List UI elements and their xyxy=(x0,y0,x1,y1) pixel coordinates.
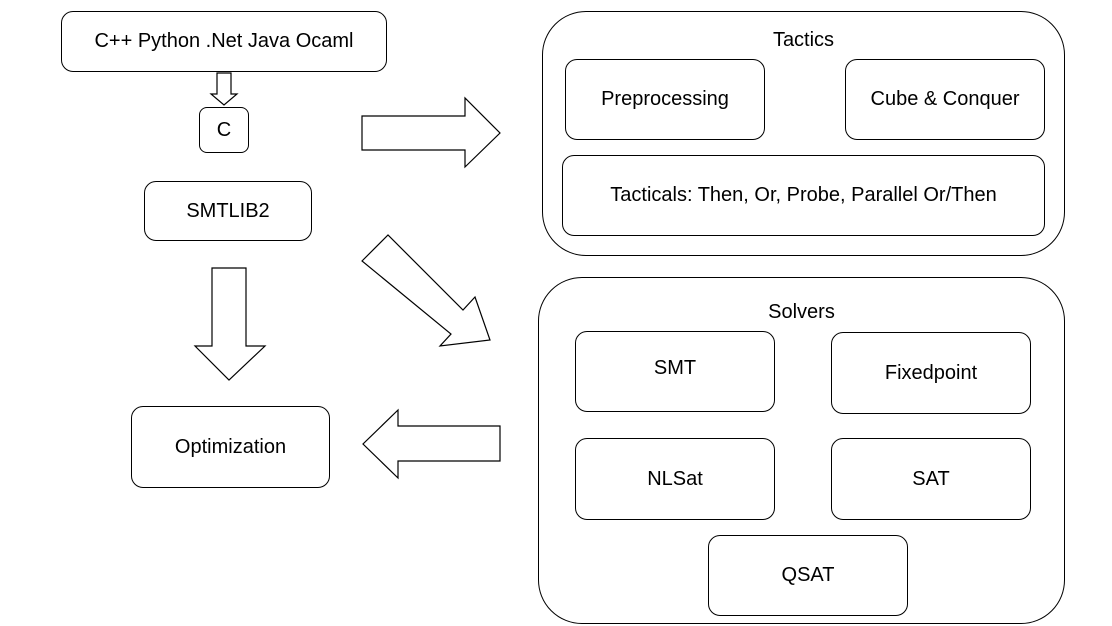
smt-label: SMT xyxy=(653,357,697,379)
sat-label: SAT xyxy=(912,467,950,490)
optimization-label: Optimization xyxy=(174,435,287,458)
c-api-box: C xyxy=(199,107,249,153)
tacticals-box: Tacticals: Then, Or, Probe, Parallel Or/… xyxy=(562,155,1045,236)
arrow-to-solvers xyxy=(361,234,491,347)
preprocessing-box: Preprocessing xyxy=(565,59,765,140)
smt-box: SMT xyxy=(575,331,775,412)
qsat-box: QSAT xyxy=(708,535,908,616)
smtlib2-label: SMTLIB2 xyxy=(186,199,270,222)
languages-box: C++ Python .Net Java Ocaml xyxy=(61,11,387,72)
cube-conquer-box: Cube & Conquer xyxy=(845,59,1045,140)
arrow-to-tactics xyxy=(361,96,501,169)
optimization-box: Optimization xyxy=(131,406,330,488)
fixedpoint-label: Fixedpoint xyxy=(884,361,978,384)
languages-label: C++ Python .Net Java Ocaml xyxy=(94,30,354,52)
smtlib2-box: SMTLIB2 xyxy=(144,181,312,241)
c-api-label: C xyxy=(216,118,232,141)
qsat-label: QSAT xyxy=(781,564,835,586)
preprocessing-label: Preprocessing xyxy=(601,88,729,110)
tactics-title: Tactics xyxy=(772,29,835,51)
sat-box: SAT xyxy=(831,438,1031,520)
arrow-languages-to-c xyxy=(209,72,239,106)
nlsat-box: NLSat xyxy=(575,438,775,520)
cube-conquer-label: Cube & Conquer xyxy=(870,88,1020,110)
solvers-title: Solvers xyxy=(768,301,835,323)
arrow-smtlib2-to-optimization xyxy=(193,267,267,381)
tacticals-label: Tacticals: Then, Or, Probe, Parallel Or/… xyxy=(610,184,997,206)
nlsat-label: NLSat xyxy=(647,467,703,490)
arrow-solvers-to-optimization xyxy=(362,408,501,480)
fixedpoint-box: Fixedpoint xyxy=(831,332,1031,414)
